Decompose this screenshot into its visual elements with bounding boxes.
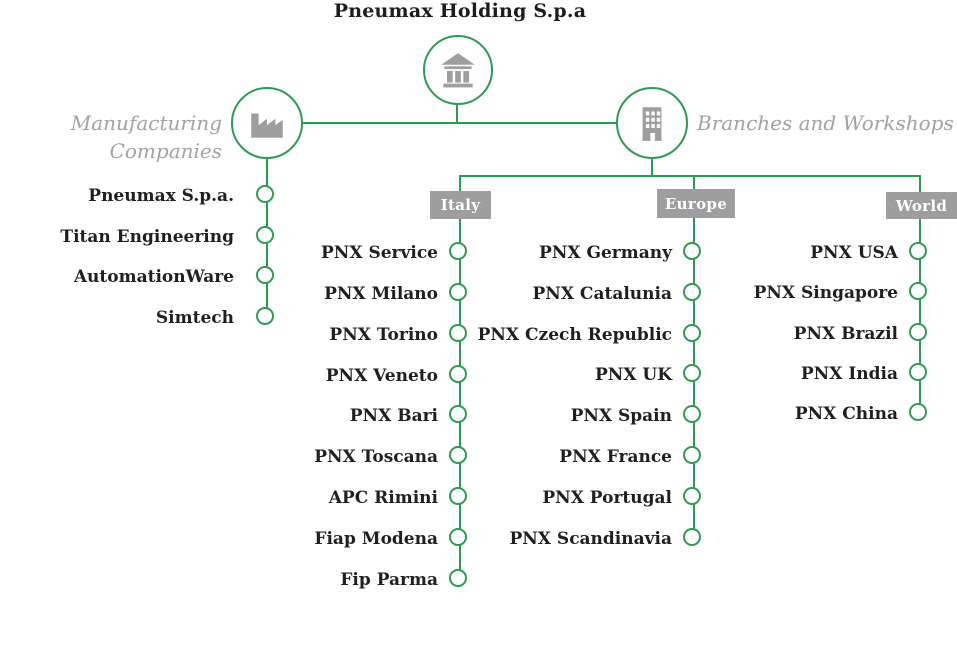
org-item-label: PNX Portugal (542, 488, 672, 508)
org-item-label: PNX Singapore (753, 283, 898, 303)
org-item-label: PNX Czech Republic (477, 325, 672, 345)
org-item-label: PNX India (800, 364, 898, 384)
manufacturing-label: Manufacturing Companies (70, 111, 222, 163)
org-item-label: Fiap Modena (314, 529, 438, 549)
org-item-label: PNX Toscana (314, 447, 438, 467)
group-badge-world: World (886, 192, 957, 219)
org-node-dot (256, 266, 274, 284)
org-item-label: PNX Service (321, 243, 438, 263)
org-node-dot (449, 528, 467, 546)
org-item-label: Fip Parma (340, 570, 438, 590)
org-item-label: Titan Engineering (60, 227, 234, 247)
org-node-dot (909, 363, 927, 381)
org-item-label: PNX UK (594, 365, 672, 385)
org-item-label: PNX USA (810, 243, 898, 263)
org-node-dot (449, 569, 467, 587)
org-node-dot (449, 446, 467, 464)
connector-line (456, 103, 458, 124)
branches-label: Branches and Workshops (697, 111, 954, 135)
org-item-label: PNX Scandinavia (509, 529, 672, 549)
org-item-label: PNX Catalunia (532, 284, 673, 304)
org-node-dot (449, 283, 467, 301)
connector-line (302, 122, 618, 124)
factory-icon (251, 113, 283, 138)
org-node-dot (909, 323, 927, 341)
org-item-label: PNX China (794, 404, 898, 424)
org-item-label: PNX Veneto (325, 366, 438, 386)
branches-node (616, 87, 688, 159)
org-node-dot (449, 405, 467, 423)
org-node-dot (683, 324, 701, 342)
org-node-dot (683, 487, 701, 505)
org-node-dot (909, 242, 927, 260)
building-icon (642, 107, 662, 141)
org-node-dot (683, 528, 701, 546)
org-node-dot (449, 242, 467, 260)
org-node-dot (256, 307, 274, 325)
org-item-label: PNX Milano (324, 284, 438, 304)
org-node-dot (683, 446, 701, 464)
manufacturing-node (231, 87, 303, 159)
org-item-label: APC Rimini (328, 488, 438, 508)
org-item-label: PNX Brazil (793, 324, 898, 344)
org-item-label: PNX Germany (539, 243, 672, 263)
org-node-dot (683, 405, 701, 423)
connector-line (693, 175, 695, 540)
org-item-label: PNX Torino (329, 325, 438, 345)
group-badge-europe: Europe (657, 189, 735, 218)
org-item-label: PNX Spain (570, 406, 672, 426)
connector-line (459, 175, 921, 177)
bank-icon (441, 53, 475, 88)
org-node-dot (256, 185, 274, 203)
org-item-label: PNX Bari (349, 406, 438, 426)
root-node (423, 35, 493, 105)
connector-line (651, 157, 653, 177)
org-node-dot (449, 365, 467, 383)
org-node-dot (449, 487, 467, 505)
org-node-dot (256, 226, 274, 244)
org-node-dot (683, 283, 701, 301)
org-item-label: Pneumax S.p.a. (88, 186, 234, 206)
org-item-label: Simtech (155, 308, 234, 328)
org-node-dot (449, 324, 467, 342)
org-item-label: AutomationWare (73, 267, 234, 287)
org-node-dot (909, 403, 927, 421)
org-node-dot (683, 242, 701, 260)
org-item-label: PNX France (559, 447, 672, 467)
org-node-dot (683, 364, 701, 382)
group-badge-italy: Italy (430, 191, 491, 219)
chart-title: Pneumax Holding S.p.a (333, 0, 587, 22)
org-node-dot (909, 282, 927, 300)
